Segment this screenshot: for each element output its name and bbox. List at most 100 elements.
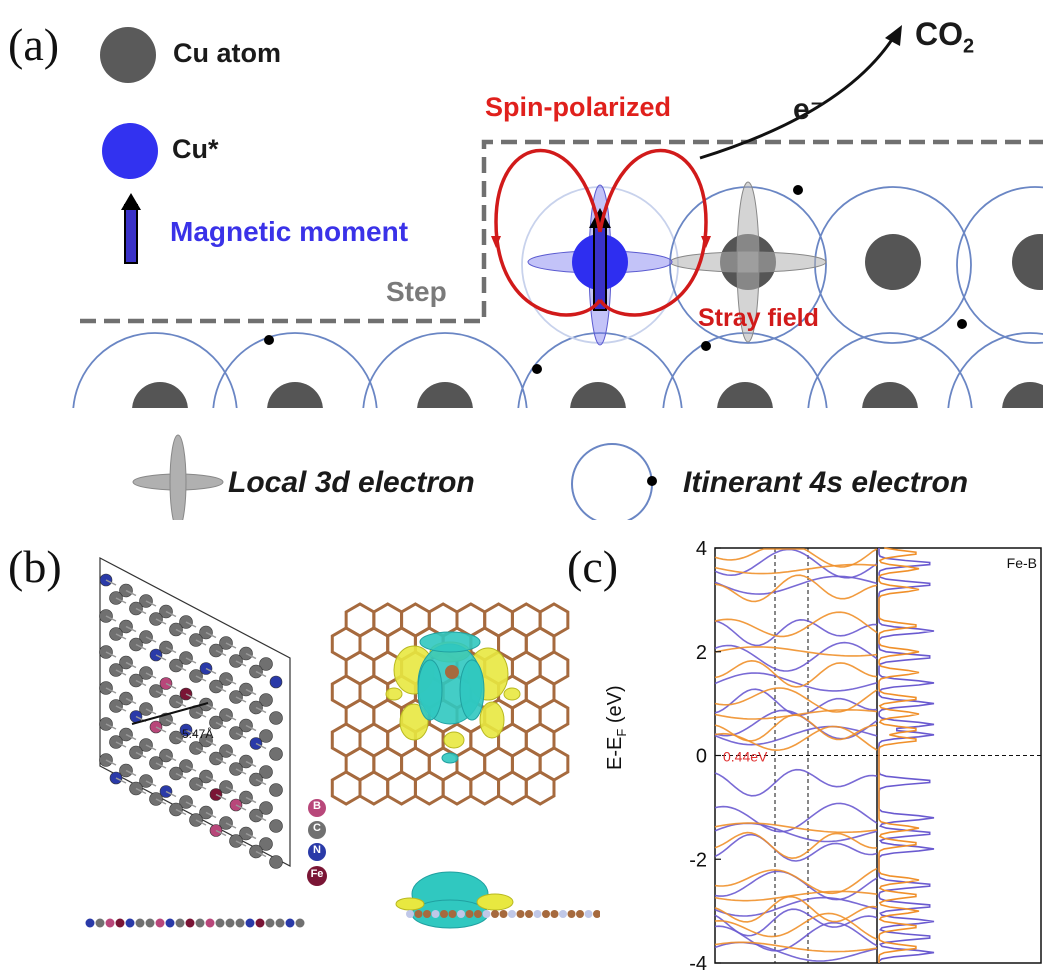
chain-atom [576, 910, 584, 918]
y-axis-label-sub: F [614, 728, 629, 737]
band-line [714, 725, 878, 746]
x-tick-label: Γ [871, 968, 882, 971]
distance-label: 5.47Å [182, 727, 214, 741]
chain-atom [215, 918, 225, 928]
chain-atom [406, 910, 414, 918]
band-line [714, 646, 878, 657]
chain-atom [567, 910, 576, 918]
chain-atom [559, 910, 567, 918]
dos-line [878, 547, 920, 963]
chain-atom [285, 918, 295, 928]
panel-c-label: (c) [567, 541, 619, 592]
chain-atom [235, 918, 245, 928]
chain-atom [516, 910, 525, 918]
chain-atom [499, 910, 508, 918]
y-tick-label: 0 [696, 746, 707, 768]
chain-atom [295, 918, 305, 928]
charge-density-side-view [395, 871, 600, 929]
chain-atom [584, 910, 593, 918]
band-line [714, 575, 878, 595]
legend-b-label: B [313, 800, 321, 812]
band-line [714, 890, 878, 902]
band-line [714, 725, 878, 752]
chain-atom [533, 910, 542, 918]
band-line [714, 867, 878, 895]
cu-star-legend-label: Cu* [172, 134, 219, 164]
lattice-atom [269, 711, 283, 725]
panel-b-structure [85, 557, 600, 929]
y-tick-label: 2 [696, 642, 707, 664]
cu-atom-legend-icon [100, 27, 156, 83]
chain-atom [175, 918, 185, 928]
moment-arrow-legend-icon [124, 204, 138, 264]
step-line [80, 139, 1043, 324]
band-line [714, 641, 878, 672]
band-line [714, 921, 878, 952]
band-line [714, 618, 877, 647]
band-line [714, 822, 878, 834]
lattice-atom [269, 783, 283, 797]
chain-atom [105, 918, 115, 928]
y-tick-label: -2 [689, 849, 707, 871]
honeycomb-ring [386, 770, 417, 806]
chain-atom [255, 918, 265, 928]
band-line [714, 912, 878, 941]
chain-atom [225, 918, 235, 928]
chain-atom [165, 918, 175, 928]
band-line [714, 574, 878, 603]
chain-atom [85, 918, 95, 928]
x-tick-label: M [767, 968, 784, 971]
chain-atom [135, 918, 145, 928]
magnetic-moment-arrow [593, 224, 607, 311]
chain-atom [423, 910, 431, 918]
itinerant-4s-label: Itinerant 4s electron [683, 466, 969, 499]
chain-atom [275, 918, 285, 928]
lattice-atom [269, 675, 283, 689]
itinerant-4s-legend-icon [571, 443, 657, 520]
chain-atom [448, 910, 457, 918]
honeycomb-ring [358, 770, 390, 806]
chain-atom [491, 910, 499, 918]
band-line [714, 941, 878, 962]
cu-star-legend-icon [102, 123, 158, 179]
honeycomb-ring [330, 770, 362, 806]
legend-fe-label: Fe [310, 868, 324, 880]
lattice-atom [259, 693, 273, 707]
band-line [714, 833, 878, 862]
lattice-atom [259, 729, 273, 743]
chain-atom [414, 910, 423, 918]
chain-atom [265, 918, 275, 928]
cu-atom-legend-label: Cu atom [173, 38, 281, 68]
chain-atom [482, 910, 491, 918]
chain-atom [145, 918, 155, 928]
band-line [714, 709, 878, 740]
chain-atom [431, 910, 440, 918]
chain-atom [465, 910, 474, 918]
lattice-atom [259, 765, 273, 779]
lattice-atom [259, 657, 273, 671]
chain-atom [95, 918, 105, 928]
lattice-atom [269, 855, 283, 869]
band-line [714, 672, 878, 692]
co2-label: CO2 [915, 16, 974, 58]
chain-atom [125, 918, 135, 928]
chain-atom [205, 918, 215, 928]
band-line [714, 687, 878, 713]
lattice-atom [259, 837, 273, 851]
y-tick-label: 4 [696, 538, 707, 560]
panel-b-label: (b) [8, 541, 62, 592]
band-line [714, 768, 878, 797]
chain-atom [474, 910, 482, 918]
co2-text: CO [915, 16, 963, 52]
band-line [714, 941, 878, 953]
chain-atom [440, 910, 448, 918]
chain-atom [542, 910, 550, 918]
side-view-chain [85, 918, 305, 928]
magnetic-moment-legend-label: Magnetic moment [170, 216, 409, 247]
chain-atom [155, 918, 165, 928]
chain-atom [245, 918, 255, 928]
chain-atom [525, 910, 533, 918]
x-tick-label: Γ [709, 968, 720, 971]
unit-cell [99, 557, 291, 867]
y-axis-label-unit: (eV) [604, 685, 626, 729]
